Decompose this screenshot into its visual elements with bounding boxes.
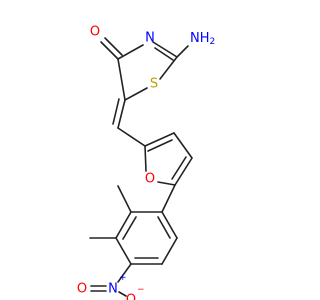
amine-subscript: 2 — [210, 37, 216, 47]
atom-furan-oxygen: O — [145, 172, 155, 187]
atom-imine-nitrogen: N — [145, 31, 155, 46]
bond-methyl-1 — [117, 185, 132, 213]
bond-c2-nh2 — [176, 45, 189, 58]
bond-c5-ch-double — [112, 98, 120, 125]
bonds — [89, 37, 193, 292]
bond-b6-b1-double — [157, 216, 171, 239]
bond-b2-b3 — [115, 211, 132, 239]
nitro-minus-charge: − — [137, 285, 145, 295]
molecule-structure: O N NH2 S O N + O O − — [77, 25, 215, 300]
atom-nitro-oxygen-bottom: O — [126, 293, 136, 300]
bond-nitro-o-bottom — [118, 291, 127, 297]
atom-nitro-nitrogen: N — [108, 282, 118, 297]
bond-b6-b1 — [161, 211, 178, 239]
bond-n3-c2 — [152, 41, 178, 58]
bond-ch-furan — [117, 127, 146, 147]
bond-c5-c4 — [117, 58, 126, 101]
atom-ring-sulfur: S — [150, 77, 158, 92]
bond-c5-ch — [117, 99, 126, 129]
bond-c4-o — [100, 41, 119, 60]
bond-c2-s — [159, 56, 178, 80]
bond-fc5-o — [157, 181, 176, 186]
bond-b4-nitro — [117, 263, 132, 283]
bond-b5-b6 — [161, 237, 178, 265]
atom-amine-group: NH2 — [190, 31, 215, 48]
bond-fc2-fc3 — [144, 132, 175, 147]
atom-carbonyl-oxygen: O — [90, 25, 100, 40]
bond-o-fc2 — [144, 145, 147, 172]
bond-c4-n3 — [117, 44, 144, 60]
bond-fc4-fc5 — [174, 157, 193, 186]
bond-c4-o-double — [104, 37, 123, 56]
amine-nh-text: NH — [190, 31, 210, 46]
bond-furan-benzene — [161, 184, 176, 213]
atom-labels: O N NH2 S O N + O O − — [77, 25, 215, 300]
bond-b2-b3-double — [122, 216, 137, 240]
bond-s-c5 — [124, 87, 148, 101]
nitro-plus-charge: + — [119, 273, 127, 283]
bond-b3-b4 — [115, 237, 132, 265]
bond-n3-c2-double — [154, 47, 174, 61]
atom-nitro-oxygen-left: O — [77, 282, 87, 297]
bond-fc3-fc4 — [173, 132, 193, 159]
bond-fc4-fc5-double — [171, 156, 187, 180]
bond-fc2-fc3-double — [147, 139, 173, 152]
structure-canvas: O N NH2 S O N + O O − — [77, 25, 215, 300]
